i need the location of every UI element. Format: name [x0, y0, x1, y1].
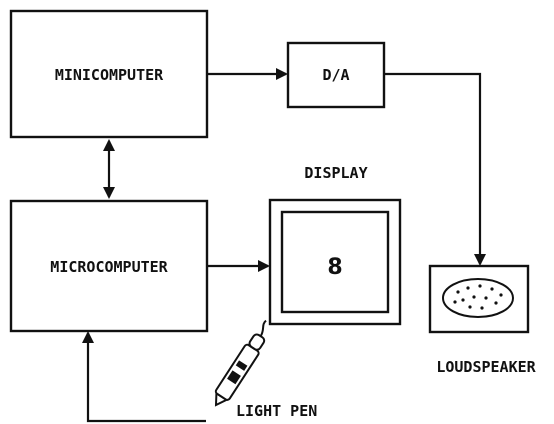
minicomputer-label: MINICOMPUTER [55, 66, 164, 84]
microcomputer-label: MICROCOMPUTER [50, 258, 168, 276]
minicomputer-block: MINICOMPUTER [11, 11, 207, 137]
light-pen-icon [209, 318, 276, 409]
speaker-cone-icon [443, 279, 513, 317]
display-label: DISPLAY [304, 164, 367, 182]
loudspeaker-block [430, 266, 528, 332]
da-label: D/A [322, 66, 349, 84]
da-converter-block: D/A [288, 43, 384, 107]
display-block: 8 [270, 200, 400, 324]
microcomputer-block: MICROCOMPUTER [11, 201, 207, 331]
arrow-lightpen-to-micro [88, 333, 206, 421]
loudspeaker-label: LOUDSPEAKER [436, 358, 536, 376]
display-digit: 8 [327, 255, 342, 280]
light-pen-label: LIGHT PEN [236, 402, 317, 420]
